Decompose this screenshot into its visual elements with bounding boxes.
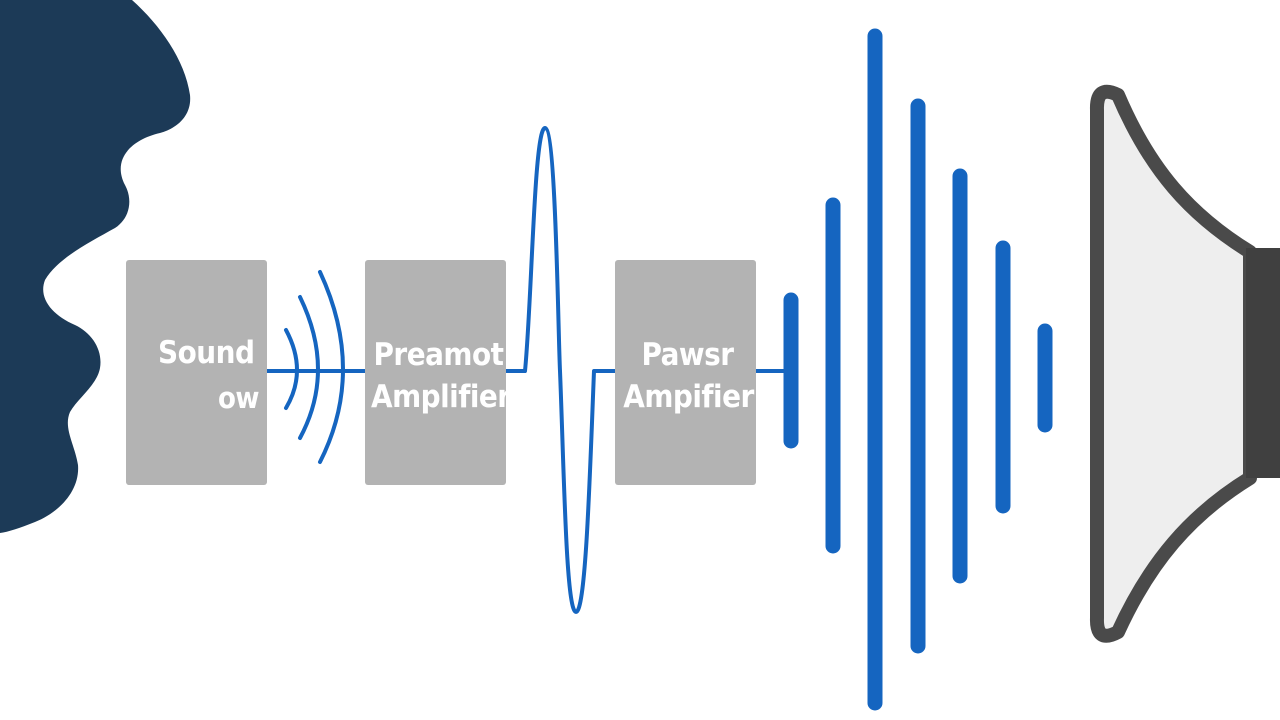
preamp-label-line1: Preamot	[373, 337, 505, 373]
preamp-label-line2: Amplifier	[371, 379, 511, 415]
wave-arc-1	[284, 328, 299, 410]
head-silhouette-icon	[0, 0, 191, 533]
wave-arc-2	[298, 295, 320, 440]
sound-source-label-line2: ow	[218, 381, 260, 415]
speaker-cone	[1089, 84, 1257, 643]
speaker-magnet	[1246, 248, 1280, 478]
power-amp-label-line1: Pawsr	[641, 337, 734, 373]
signal-waveform	[506, 126, 615, 614]
sound-wave-arcs-icon	[284, 270, 345, 464]
power-amp-label-line2: Ampifier	[623, 379, 754, 415]
sound-source-label-line1: Sound	[158, 335, 255, 371]
amplitude-bars	[783, 28, 1053, 711]
preamp-block: Preamot Amplifier	[365, 260, 511, 485]
power-amp-block: Pawsr Ampifier	[615, 260, 756, 485]
wave-arc-3	[318, 270, 345, 464]
speaker-icon	[1089, 84, 1280, 643]
sound-source-block: Sound ow	[126, 260, 267, 485]
